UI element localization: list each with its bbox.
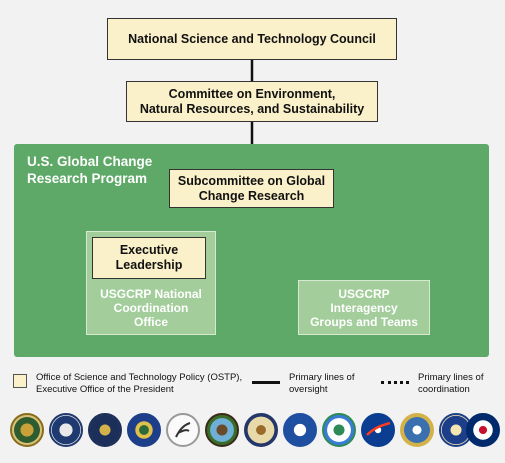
energy-seal-icon — [127, 413, 161, 447]
legend-ostp-line2: Executive Office of the President — [36, 384, 174, 395]
subcommittee-box: Subcommittee on Global Change Research — [169, 169, 334, 208]
nco-label: USGCRP National Coordination Office — [86, 287, 216, 329]
usgcrp-title-line2: Research Program — [27, 171, 148, 186]
legend-oversight-line2: oversight — [289, 384, 328, 395]
usgcrp-title-line1: U.S. Global Change — [27, 154, 153, 169]
cenrs-box: Committee on Environment, Natural Resour… — [126, 81, 378, 122]
nco-label-line2: Coordination — [113, 301, 189, 315]
legend-oversight-line — [252, 381, 280, 384]
nasa-seal-icon — [361, 413, 395, 447]
legend-ostp-swatch — [13, 374, 27, 388]
exec-leadership-box: Executive Leadership — [92, 237, 206, 279]
cenrs-label-line1: Committee on Environment, — [168, 86, 336, 101]
legend-coordination-line2: coordination — [418, 384, 470, 395]
legend-ostp-line1: Office of Science and Technology Policy … — [36, 372, 243, 383]
igt-label: USGCRP Interagency Groups and Teams — [298, 287, 430, 329]
nstc-box: National Science and Technology Council — [107, 18, 397, 60]
nsf-seal-icon — [400, 413, 434, 447]
legend-coordination-line — [381, 381, 409, 384]
defense-seal-icon — [88, 413, 122, 447]
igt-label-line2: Interagency — [330, 301, 398, 315]
legend-coordination-line1: Primary lines of — [418, 372, 484, 383]
dot-seal-icon — [283, 413, 317, 447]
legend-oversight-line1: Primary lines of — [289, 372, 355, 383]
nco-label-line1: USGCRP National — [100, 287, 202, 301]
usgcrp-title: U.S. Global Change Research Program — [27, 153, 187, 187]
nco-label-line3: Office — [133, 315, 168, 329]
igt-label-line3: Groups and Teams — [310, 315, 418, 329]
igt-label-line1: USGCRP — [338, 287, 390, 301]
usda-seal-icon — [10, 413, 44, 447]
legend-ostp-text: Office of Science and Technology Policy … — [36, 372, 251, 396]
epa-seal-icon — [322, 413, 356, 447]
exec-leadership-line2: Leadership — [115, 258, 183, 272]
subcommittee-label-line1: Subcommittee on Global — [177, 173, 326, 188]
nstc-label: National Science and Technology Council — [128, 31, 376, 46]
hhs-seal-icon — [166, 413, 200, 447]
subcommittee-label-line2: Change Research — [198, 188, 305, 203]
exec-leadership-line1: Executive — [119, 243, 179, 257]
state-seal-icon — [244, 413, 278, 447]
usaid-seal-icon — [466, 413, 500, 447]
legend-coordination-text: Primary lines of coordination — [418, 372, 498, 396]
commerce-seal-icon — [49, 413, 83, 447]
legend-oversight-text: Primary lines of oversight — [289, 372, 369, 396]
igt-box — [298, 280, 430, 335]
interior-seal-icon — [205, 413, 239, 447]
cenrs-label-line2: Natural Resources, and Sustainability — [139, 101, 365, 116]
